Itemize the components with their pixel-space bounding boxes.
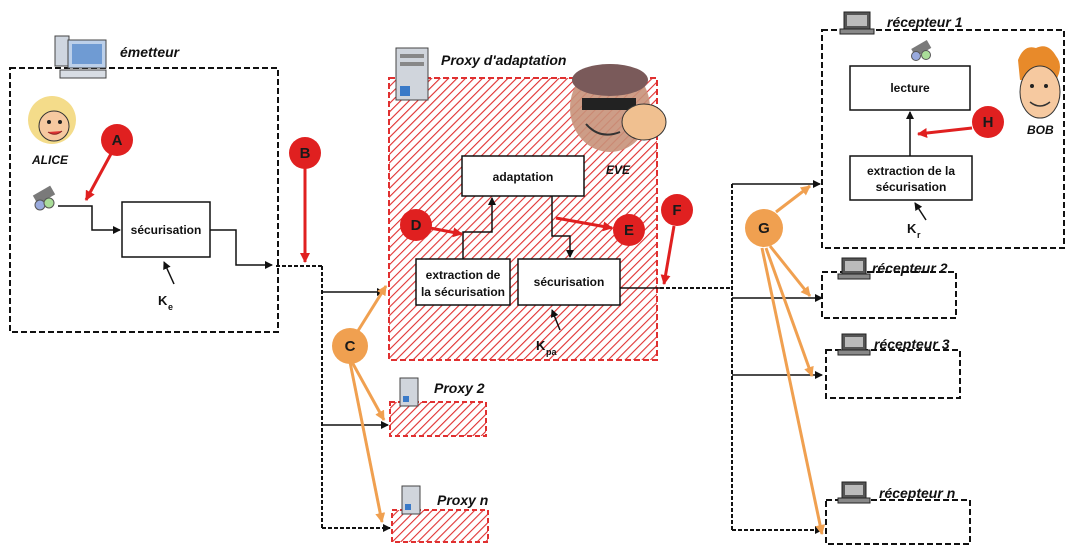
proxy-securisation-box bbox=[517, 258, 621, 306]
server-icon bbox=[395, 47, 429, 101]
receiver1-zone bbox=[821, 29, 1065, 249]
emitter-zone bbox=[9, 67, 279, 333]
laptop-icon bbox=[837, 333, 871, 356]
access-arrow-G-rn bbox=[760, 247, 826, 535]
svg-text:C: C bbox=[345, 338, 356, 355]
badge-D: D bbox=[400, 209, 432, 241]
lecture-box bbox=[849, 65, 971, 111]
spy-face-icon bbox=[570, 64, 667, 152]
media-film-icon bbox=[32, 185, 56, 211]
svg-text:B: B bbox=[300, 145, 311, 162]
proxy-extraction-box bbox=[415, 258, 511, 306]
emitter-title: émetteur bbox=[120, 44, 181, 60]
receivern-title: récepteur n bbox=[879, 485, 955, 501]
attack-arrow-F bbox=[660, 225, 676, 285]
adaptation-box bbox=[461, 155, 585, 197]
access-arrow-G-r1 bbox=[775, 184, 811, 214]
badge-G: G bbox=[745, 209, 783, 247]
receiver-extraction-box bbox=[849, 155, 973, 201]
proxy-key: K bbox=[536, 338, 546, 353]
proxy-extraction-line2: la sécurisation bbox=[421, 285, 505, 299]
media-film-icon bbox=[911, 40, 932, 61]
badge-F: F bbox=[661, 194, 693, 226]
connector-secure-to-out bbox=[210, 229, 273, 269]
proxy-securisation-label: sécurisation bbox=[534, 275, 605, 289]
access-arrow-C-proxyn bbox=[348, 361, 386, 523]
proxy2-zone bbox=[389, 401, 487, 437]
badge-E: E bbox=[613, 214, 645, 246]
laptop-icon bbox=[839, 11, 875, 35]
laptop-icon bbox=[837, 257, 871, 280]
svg-text:D: D bbox=[411, 217, 422, 234]
attack-arrow-E bbox=[555, 216, 613, 232]
receiver3-title: récepteur 3 bbox=[874, 336, 950, 352]
svg-text:G: G bbox=[758, 220, 770, 237]
receiver-extraction-line1: extraction de la bbox=[867, 164, 955, 178]
access-arrow-C-proxy2 bbox=[350, 361, 386, 421]
receiver-key: K bbox=[907, 221, 917, 236]
proxy-key-arrow bbox=[550, 309, 561, 331]
emitter-securisation-box bbox=[121, 201, 211, 258]
emitter-key: K bbox=[158, 293, 168, 308]
receiver3-zone bbox=[825, 349, 961, 399]
receiver-key-arrow bbox=[914, 202, 927, 221]
proxyn-zone bbox=[391, 509, 489, 543]
lecture-label: lecture bbox=[890, 81, 930, 95]
access-arrow-G-r3 bbox=[764, 247, 814, 377]
attack-arrow-A bbox=[84, 151, 114, 201]
proxy-key-sub: pa bbox=[546, 347, 557, 357]
desktop-computer-icon bbox=[54, 35, 107, 79]
receiver-key-sub: r bbox=[917, 230, 921, 240]
emitter-key-sub: e bbox=[168, 302, 173, 312]
badge-H: H bbox=[972, 106, 1004, 138]
access-arrow-C-proxy bbox=[354, 285, 388, 335]
adaptation-label: adaptation bbox=[493, 170, 554, 184]
connector-media-to-secure bbox=[58, 205, 121, 234]
bob-face-icon bbox=[1018, 46, 1061, 119]
proxy-title: Proxy d'adaptation bbox=[441, 52, 566, 68]
svg-text:F: F bbox=[672, 202, 681, 219]
connector-extract-to-adapt bbox=[462, 197, 496, 259]
emitter-securisation-label: sécurisation bbox=[131, 223, 202, 237]
proxy2-title: Proxy 2 bbox=[434, 380, 485, 396]
proxy-extraction-line1: extraction de bbox=[426, 268, 501, 282]
access-arrow-G-r2 bbox=[768, 245, 812, 297]
connector-adapt-to-secure bbox=[551, 196, 574, 258]
receiver2-title: récepteur 2 bbox=[872, 260, 948, 276]
server-icon bbox=[399, 377, 419, 407]
svg-text:E: E bbox=[624, 222, 634, 239]
laptop-icon bbox=[837, 481, 871, 504]
badge-B: B bbox=[289, 137, 321, 169]
eve-label: EVE bbox=[606, 163, 631, 177]
receivern-zone bbox=[825, 499, 971, 545]
server-icon bbox=[401, 485, 421, 515]
proxyn-title: Proxy n bbox=[437, 492, 488, 508]
attack-arrow-D bbox=[429, 226, 463, 238]
emitter-key-arrow bbox=[163, 261, 175, 285]
bob-label: BOB bbox=[1027, 123, 1054, 137]
alice-label: ALICE bbox=[31, 153, 69, 167]
attack-arrow-H bbox=[917, 126, 973, 138]
receiver-extraction-line2: sécurisation bbox=[876, 180, 947, 194]
alice-face-icon bbox=[28, 96, 76, 144]
badge-C: C bbox=[332, 328, 368, 364]
badge-A: A bbox=[101, 124, 133, 156]
svg-text:H: H bbox=[983, 114, 994, 131]
receiver1-title: récepteur 1 bbox=[887, 14, 963, 30]
svg-text:A: A bbox=[112, 132, 123, 149]
receiver2-zone bbox=[821, 271, 957, 319]
